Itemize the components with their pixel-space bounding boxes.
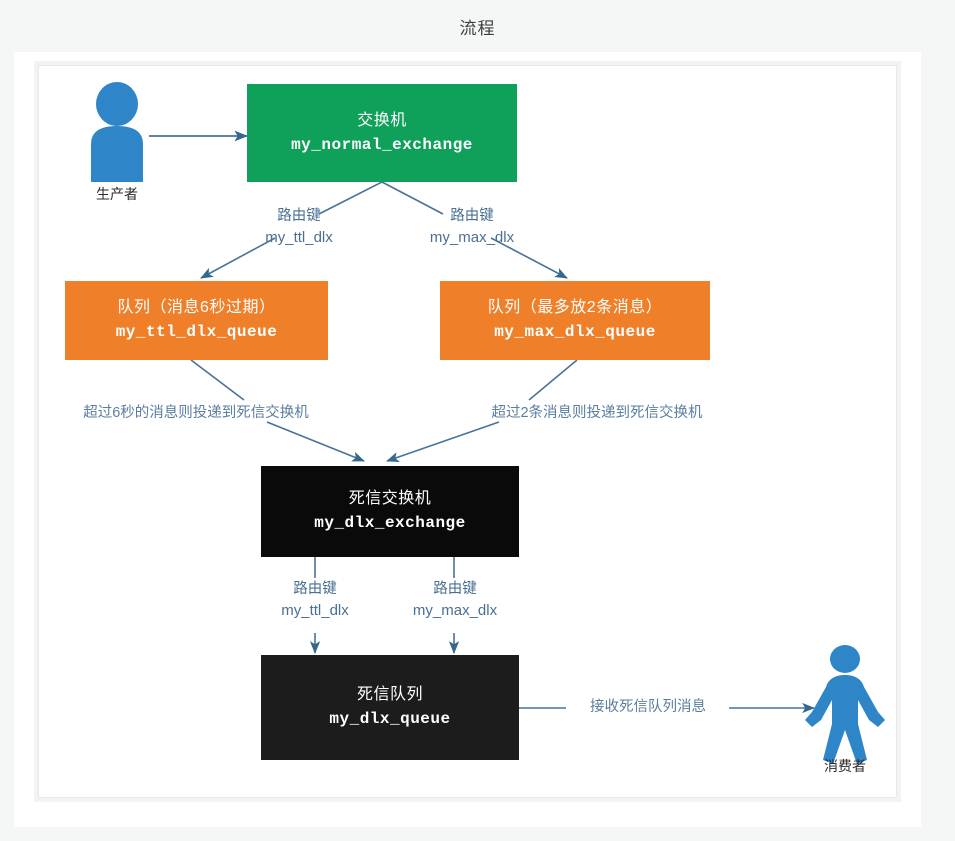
producer-person-icon [91,82,143,182]
consumer-caption: 消费者 [824,758,866,774]
edge-label-dlx-to-dlq-left-line1: 路由键 [293,581,337,597]
diagram-frame: 生产者 消费者 交换机 my_normal_exchange 队列（消息6秒过期… [38,65,897,798]
edge-label-exchange-to-ttl-queue: 路由键 my_ttl_dlx [239,206,359,249]
edge-label-exchange-to-max-queue: 路由键 my_max_dlx [407,206,537,249]
node-dlx-exchange[interactable]: 死信交换机 my_dlx_exchange [261,466,519,557]
node-ttl-queue[interactable]: 队列（消息6秒过期） my_ttl_dlx_queue [65,281,328,360]
edge-exchange-to-ttl-queue [200,181,383,279]
edge-label-exchange-to-ttl-queue-line2: my_ttl_dlx [265,229,333,247]
edge-label-dlx-to-dlq-right-line2: my_max_dlx [412,602,498,620]
node-max-queue-title: 队列（最多放2条消息） [487,299,663,317]
edge-label-dlq-to-consumer-line1: 接收死信队列消息 [590,699,706,715]
node-max-queue[interactable]: 队列（最多放2条消息） my_max_dlx_queue [440,281,710,360]
edge-label-max-queue-to-dlx-line1: 超过2条消息则投递到死信交换机 [491,405,703,421]
diagram-canvas: 生产者 消费者 交换机 my_normal_exchange 队列（消息6秒过期… [39,66,896,797]
edge-label-exchange-to-max-queue-line1: 路由键 [450,208,494,224]
node-normal-exchange-title: 交换机 [357,111,407,129]
edge-label-exchange-to-max-queue-line2: my_max_dlx [429,229,515,247]
node-max-queue-name: my_max_dlx_queue [494,323,656,341]
edge-label-ttl-queue-to-dlx-line1: 超过6秒的消息则投递到死信交换机 [83,405,309,421]
edge-label-dlx-to-dlq-left: 路由键 my_ttl_dlx [255,579,375,622]
edge-layer [149,130,815,714]
node-dlx-queue-title: 死信队列 [356,686,423,704]
node-normal-exchange[interactable]: 交换机 my_normal_exchange [247,84,517,182]
edge-label-ttl-queue-to-dlx: 超过6秒的消息则投递到死信交换机 [46,403,346,424]
edge-max-queue-to-dlx [386,359,578,462]
node-ttl-queue-name: my_ttl_dlx_queue [115,323,278,341]
node-dlx-queue[interactable]: 死信队列 my_dlx_queue [261,655,519,760]
edge-label-exchange-to-ttl-queue-line1: 路由键 [277,208,321,224]
edge-label-dlx-to-dlq-right-line1: 路由键 [433,581,477,597]
edge-label-dlq-to-consumer: 接收死信队列消息 [563,697,733,718]
node-dlx-queue-name: my_dlx_queue [329,710,451,728]
edge-label-max-queue-to-dlx: 超过2条消息则投递到死信交换机 [437,403,757,424]
node-normal-exchange-name: my_normal_exchange [291,135,473,154]
edge-ttl-queue-to-dlx [190,359,365,462]
page-title: 流程 [459,19,496,38]
node-dlx-exchange-title: 死信交换机 [348,490,432,508]
consumer-person-icon [805,645,885,764]
edge-label-dlx-to-dlq-right: 路由键 my_max_dlx [391,579,519,622]
node-ttl-queue-title: 队列（消息6秒过期） [117,299,276,317]
edge-label-dlx-to-dlq-left-line2: my_ttl_dlx [281,602,349,620]
producer-caption: 生产者 [96,186,138,202]
edge-exchange-to-max-queue [381,181,568,279]
node-dlx-exchange-name: my_dlx_exchange [314,514,466,532]
diagram-card: 生产者 消费者 交换机 my_normal_exchange 队列（消息6秒过期… [14,52,921,827]
